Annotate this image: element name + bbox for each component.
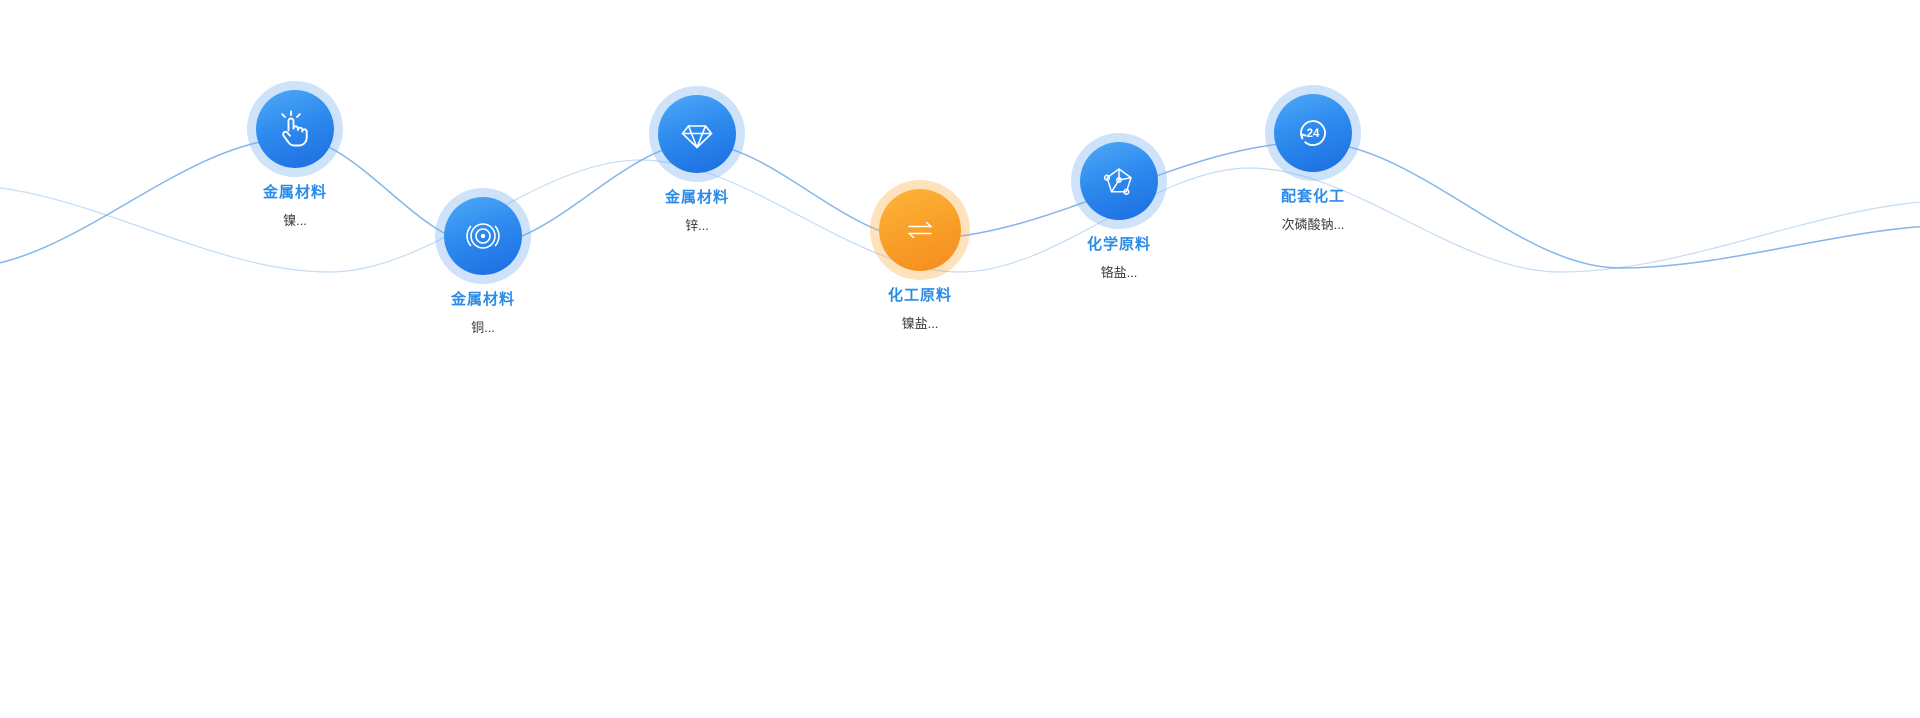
category-node-chemical-chromium-salt[interactable]: 化学原料 铬盐... [1019, 142, 1219, 281]
svg-text:24: 24 [1307, 128, 1320, 140]
node-subtitle: 镍... [283, 213, 307, 228]
node-subtitle: 铬盐... [1100, 265, 1138, 280]
24-hour-icon: 24 [1293, 113, 1333, 153]
category-node-metal-nickel[interactable]: 金属材料 镍... [195, 90, 395, 229]
exchange-arrows-icon [900, 210, 940, 250]
node-title: 化学原料 [1086, 236, 1151, 253]
node-title: 金属材料 [450, 291, 515, 308]
category-node-chemical-nickel-salt[interactable]: 化工原料 镍盐... [820, 189, 1020, 332]
node-title: 配套化工 [1280, 188, 1345, 205]
category-node-supporting-chemicals[interactable]: 24 配套化工 次磷酸钠... [1213, 94, 1413, 233]
radar-rings-icon [463, 216, 503, 256]
node-subtitle: 次磷酸钠... [1281, 217, 1345, 232]
node-title: 金属材料 [664, 189, 729, 206]
node-circle [879, 189, 961, 271]
node-subtitle: 镍盐... [901, 316, 939, 331]
diamond-icon [677, 114, 717, 154]
node-subtitle: 锌... [685, 218, 709, 233]
node-circle [658, 95, 736, 173]
hand-click-icon [275, 109, 315, 149]
node-subtitle: 铜... [471, 320, 495, 335]
molecule-pentagon-icon [1099, 161, 1139, 201]
node-title: 化工原料 [887, 287, 952, 304]
node-title: 金属材料 [262, 184, 327, 201]
category-node-metal-zinc[interactable]: 金属材料 锌... [597, 95, 797, 234]
node-circle [1080, 142, 1158, 220]
category-node-metal-copper[interactable]: 金属材料 铜... [383, 197, 583, 336]
node-circle [444, 197, 522, 275]
node-circle: 24 [1274, 94, 1352, 172]
node-circle [256, 90, 334, 168]
